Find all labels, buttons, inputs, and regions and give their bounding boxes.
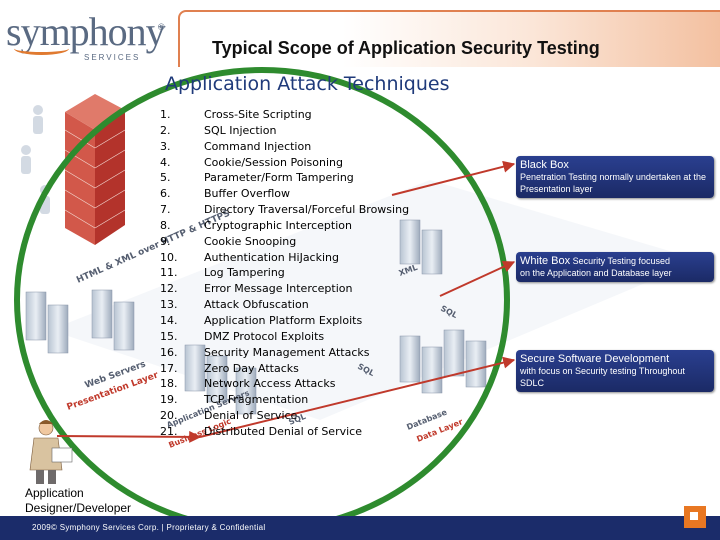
logo-swoosh-icon	[14, 42, 69, 55]
technique-item: 1. Cross-Site Scripting	[160, 107, 409, 123]
technique-label: Authentication HiJacking	[204, 250, 339, 264]
logo-registered-mark: ®	[158, 22, 165, 32]
technique-label: Attack Obfuscation	[204, 298, 309, 312]
technique-number: 16.	[160, 345, 178, 359]
technique-item: 11. Log Tampering	[160, 265, 409, 281]
technique-item: 19. TCP Fragmentation	[160, 392, 409, 408]
white-box-body: on the Application and Database layer	[520, 268, 672, 278]
attack-techniques-list: 1. Cross-Site Scripting 2. SQL Injection 3. C…	[160, 107, 409, 440]
technique-item: 12. Error Message Interception	[160, 281, 409, 297]
technique-number: 13.	[160, 298, 178, 312]
technique-label: Network Access Attacks	[204, 377, 336, 391]
header-band	[178, 10, 720, 67]
technique-number: 18.	[160, 377, 178, 391]
technique-label: Parameter/Form Tampering	[204, 171, 354, 185]
black-box-heading: Black Box	[520, 159, 569, 171]
technique-item: 3. Command Injection	[160, 139, 409, 155]
technique-item: 13. Attack Obfuscation	[160, 297, 409, 313]
technique-label: Buffer Overflow	[204, 187, 290, 201]
technique-number: 17.	[160, 361, 178, 375]
technique-label: Cross-Site Scripting	[204, 108, 312, 121]
firewall-icon	[64, 94, 126, 245]
technique-number: 21.	[160, 424, 178, 438]
technique-item: 14. Application Platform Exploits	[160, 313, 409, 329]
technique-number: 4.	[160, 155, 171, 169]
designer-person-icon	[29, 420, 73, 484]
technique-number: 12.	[160, 282, 178, 296]
secure-sdlc-body: with focus on Security testing Throughou…	[520, 366, 685, 388]
technique-label: SQL Injection	[204, 123, 277, 137]
logo-tagline: SERVICES	[84, 53, 141, 62]
technique-number: 20.	[160, 409, 178, 423]
white-box-arrow	[439, 261, 516, 297]
technique-item: 9. Cookie Snooping	[160, 234, 409, 250]
white-box-callout: White Box Security Testing focused on th…	[516, 252, 714, 282]
technique-item: 7. Directory Traversal/Forceful Browsing	[160, 202, 409, 218]
footer-bar: 2009© Symphony Services Corp. | Propriet…	[0, 516, 720, 540]
technique-item: 10. Authentication HiJacking	[160, 250, 409, 266]
sdlc-arrow	[199, 356, 516, 438]
technique-label: Cryptographic Interception	[204, 218, 352, 232]
technique-item: 20. Denial of Service	[160, 408, 409, 424]
technique-number: 5.	[160, 171, 171, 185]
technique-label: Error Message Interception	[204, 282, 353, 296]
technique-label: DMZ Protocol Exploits	[204, 329, 325, 343]
technique-label: Zero Day Attacks	[204, 361, 299, 375]
designer-label-line1: Application	[25, 486, 84, 500]
secure-sdlc-callout: Secure Software Development with focus o…	[516, 350, 714, 392]
technique-number: 14.	[160, 313, 178, 327]
technique-label: Cookie Snooping	[204, 234, 297, 248]
technique-number: 7.	[160, 203, 171, 217]
designer-label-line2: Designer/Developer	[25, 501, 132, 515]
technique-number: 8.	[160, 218, 171, 232]
white-box-heading-rest: Security Testing focused	[570, 256, 671, 266]
black-box-arrow	[391, 160, 516, 196]
technique-number: 9.	[160, 234, 171, 248]
app-servers-icon	[184, 344, 257, 415]
technique-item: 2. SQL Injection	[160, 123, 409, 139]
technique-label: Distributed Denial of Service	[204, 424, 362, 438]
technique-item: 16. Security Management Attacks	[160, 345, 409, 361]
technique-item: 6. Buffer Overflow	[160, 186, 409, 202]
technique-number: 15.	[160, 329, 178, 343]
black-box-callout: Black Box Penetration Testing normally u…	[516, 156, 714, 198]
xml-servers-icon	[399, 219, 443, 275]
technique-label: Security Management Attacks	[204, 345, 370, 359]
technique-item: 21. Distributed Denial of Service	[160, 424, 409, 440]
technique-number: 6.	[160, 187, 171, 201]
technique-item: 5. Parameter/Form Tampering	[160, 170, 409, 186]
secure-sdlc-heading: Secure Software Development	[520, 353, 670, 365]
technique-number: 3.	[160, 139, 171, 153]
technique-number: 2.	[160, 123, 171, 137]
technique-item: 18. Network Access Attacks	[160, 376, 409, 392]
technique-number: 19.	[160, 393, 178, 407]
designer-label: Application Designer/Developer	[25, 486, 131, 516]
technique-label: Denial of Service	[204, 409, 298, 423]
black-box-body: Penetration Testing normally undertaken …	[520, 172, 706, 194]
technique-label: Application Platform Exploits	[204, 313, 363, 327]
white-box-heading: White Box	[520, 255, 571, 267]
technique-number: 1.	[160, 108, 171, 121]
technique-item: 8. Cryptographic Interception	[160, 218, 409, 234]
web-servers-icon	[25, 289, 135, 354]
technique-number: 11.	[160, 266, 178, 280]
footer-copyright: 2009© Symphony Services Corp. | Propriet…	[32, 523, 266, 532]
slide-title: Typical Scope of Application Security Te…	[212, 38, 600, 58]
company-logo: symphony SERVICES ®	[6, 12, 174, 63]
subtitle: Application Attack Techniques	[165, 73, 450, 95]
technique-item: 17. Zero Day Attacks	[160, 361, 409, 377]
technique-number: 10.	[160, 250, 178, 264]
technique-label: Log Tampering	[204, 266, 285, 280]
technique-label: Directory Traversal/Forceful Browsing	[204, 203, 410, 217]
technique-label: TCP Fragmentation	[204, 393, 309, 407]
technique-label: Cookie/Session Poisoning	[204, 155, 343, 169]
technique-item: 4. Cookie/Session Poisoning	[160, 155, 409, 171]
technique-label: Command Injection	[204, 139, 312, 153]
brand-square-icon	[684, 506, 706, 528]
designer-arrow	[56, 430, 202, 443]
technique-item: 15. DMZ Protocol Exploits	[160, 329, 409, 345]
